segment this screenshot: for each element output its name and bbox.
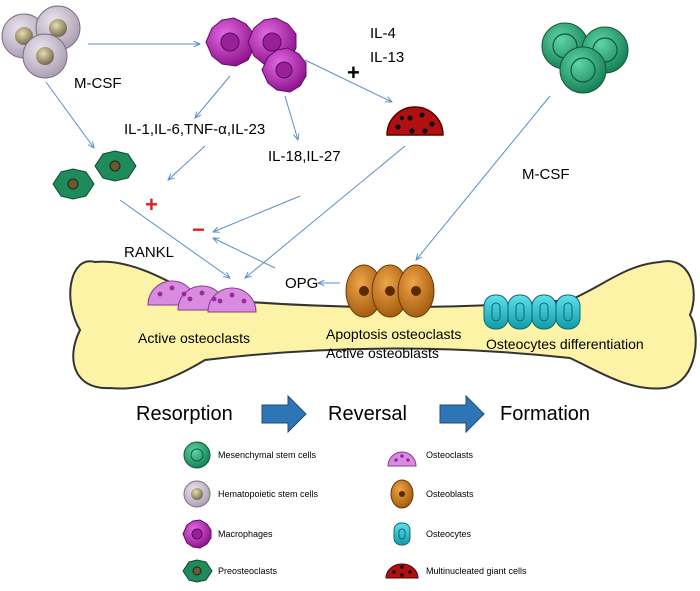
stimulate-plus-sign: + (145, 192, 158, 217)
hematopoietic-stem-cell-icon (183, 480, 211, 508)
legend-label-mesenchymal: Mesenchymal stem cells (218, 450, 317, 460)
legend-label-osteoblasts: Osteoblasts (426, 489, 474, 499)
phase-resorption: Resorption (136, 403, 233, 425)
il4-label: IL-4 (370, 25, 396, 42)
phase-arrow-2 (439, 394, 485, 434)
mesenchymal-stem-cell-icon (183, 441, 211, 469)
legend-icons (182, 441, 419, 583)
mcsf-left-label: M-CSF (74, 75, 122, 92)
macrophage-cluster (205, 17, 307, 93)
multinucleated-giant-cell (386, 106, 444, 136)
legend-label-preosteoclasts: Preosteoclasts (218, 566, 278, 576)
legend-label-giant-cells: Multinucleated giant cells (426, 566, 527, 576)
cytokines-2-label: IL-18,IL-27 (268, 148, 341, 165)
preosteoclast-icon (182, 559, 213, 583)
osteoclast-icon (387, 451, 417, 467)
phase-reversal: Reversal (328, 403, 407, 425)
active-osteoblasts-label: Active osteoblasts (326, 345, 439, 361)
il13-label: IL-13 (370, 49, 405, 66)
plus-sign-black: + (347, 60, 360, 85)
pathway-arrows (45, 44, 551, 283)
osteoblast-icon (390, 479, 414, 509)
legend-label-osteoclasts: Osteoclasts (426, 450, 474, 460)
active-osteoclast-group (147, 280, 257, 313)
osteoblast-group (345, 264, 435, 318)
macrophage-icon (182, 519, 212, 549)
osteocyte-icon (393, 522, 411, 546)
legend-label-macrophages: Macrophages (218, 529, 273, 539)
multinucleated-giant-cell-icon (385, 563, 419, 579)
hematopoietic-stem-cell-cluster (1, 5, 81, 79)
opg-label: OPG (285, 275, 319, 292)
rankl-label: RANKL (124, 244, 175, 261)
legend-label-osteocytes: Osteocytes (426, 529, 472, 539)
phase-arrow-1 (261, 394, 307, 434)
mcsf-right-label: M-CSF (522, 166, 570, 183)
mesenchymal-stem-cell-cluster (541, 22, 629, 94)
active-osteoclasts-label: Active osteoclasts (138, 330, 251, 346)
phase-formation: Formation (500, 403, 591, 425)
legend-label-hematopoietic: Hematopoietic stem cells (218, 489, 319, 499)
inhibit-minus-sign: − (192, 217, 205, 242)
preosteoclast-cluster (52, 150, 137, 200)
apoptosis-osteoclasts-label: Apoptosis osteoclasts (326, 326, 462, 342)
osteocytes-differentiation-label: Osteocytes differentiation (486, 336, 644, 352)
osteocyte-group (483, 294, 581, 330)
phase-arrows (261, 394, 485, 434)
cytokines-1-label: IL-1,IL-6,TNF-α,IL-23 (124, 121, 266, 138)
